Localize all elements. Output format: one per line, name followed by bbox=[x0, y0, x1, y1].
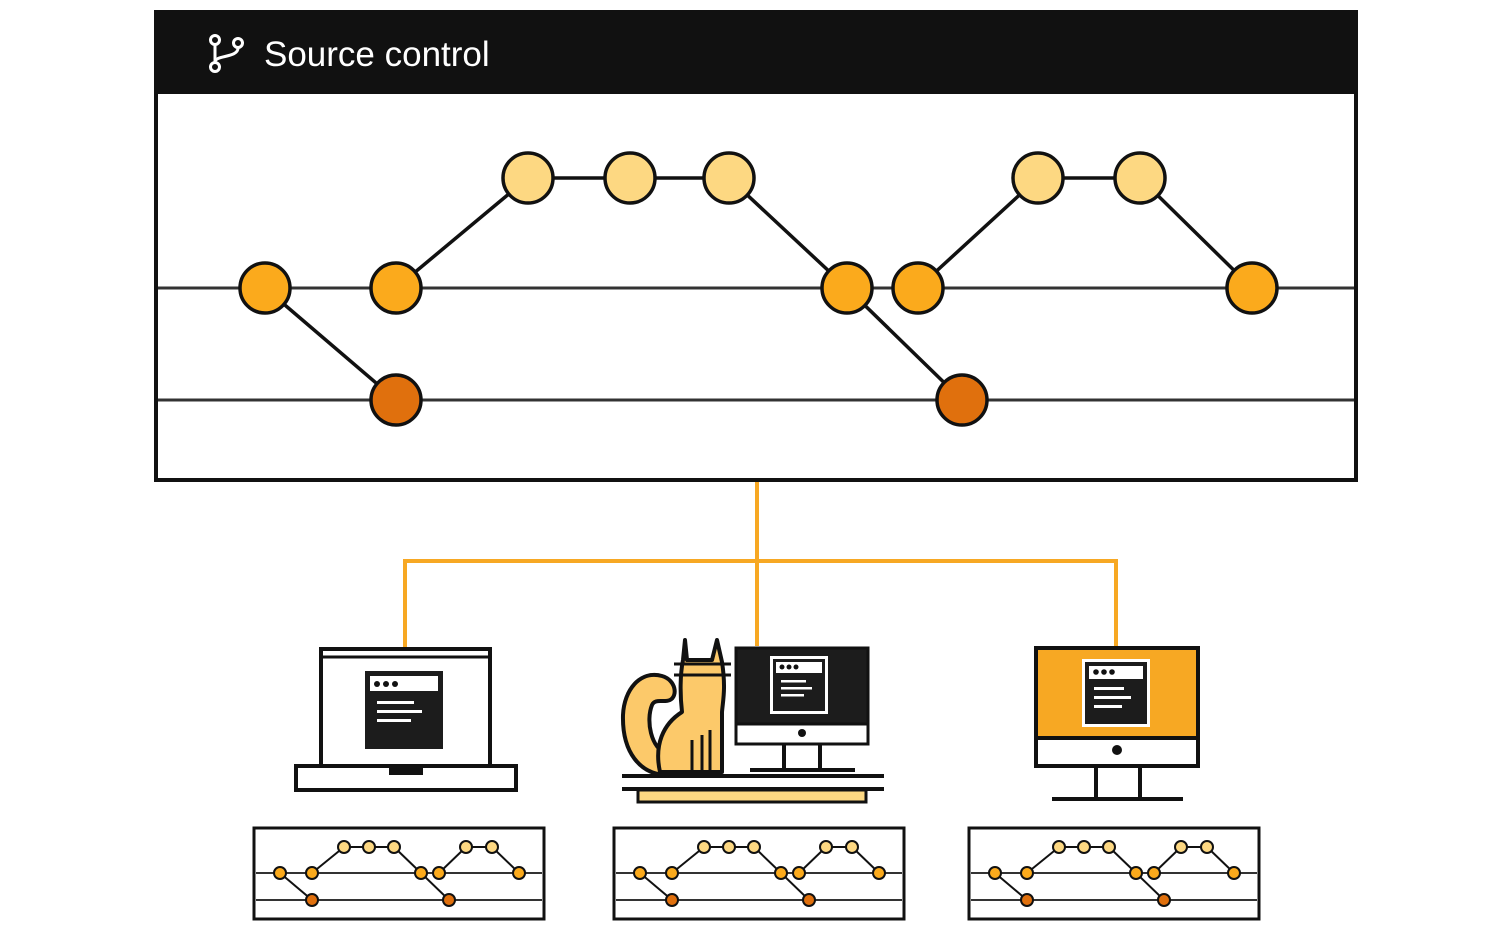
commit-node bbox=[891, 261, 945, 315]
commit-node bbox=[935, 373, 989, 427]
commit-node bbox=[702, 151, 756, 205]
commit-node bbox=[820, 261, 874, 315]
commits bbox=[238, 151, 1279, 427]
branch-icon bbox=[209, 34, 244, 73]
desktop-icon bbox=[734, 646, 870, 772]
laptop-repo-copy bbox=[252, 826, 546, 921]
commit-node bbox=[603, 151, 657, 205]
page-title: Source control bbox=[264, 35, 490, 74]
commit-node bbox=[501, 151, 555, 205]
laptop-icon bbox=[294, 647, 518, 792]
commit-node bbox=[238, 261, 292, 315]
cat-desktop-repo-copy bbox=[612, 826, 906, 921]
repository-panel: Source control bbox=[154, 10, 1358, 482]
desk bbox=[622, 774, 884, 804]
orange-desktop-repo-copy bbox=[967, 826, 1261, 921]
desktop-with-cat bbox=[620, 638, 884, 804]
panel-header bbox=[156, 12, 1356, 94]
orange-desktop-icon bbox=[1034, 646, 1200, 801]
sync-connectors bbox=[403, 482, 1118, 648]
commit-node bbox=[1113, 151, 1167, 205]
cat-icon bbox=[620, 638, 731, 777]
branch-lines bbox=[158, 286, 1354, 402]
commit-node bbox=[369, 261, 423, 315]
commit-node bbox=[1225, 261, 1279, 315]
commit-node bbox=[369, 373, 423, 427]
commit-node bbox=[1011, 151, 1065, 205]
